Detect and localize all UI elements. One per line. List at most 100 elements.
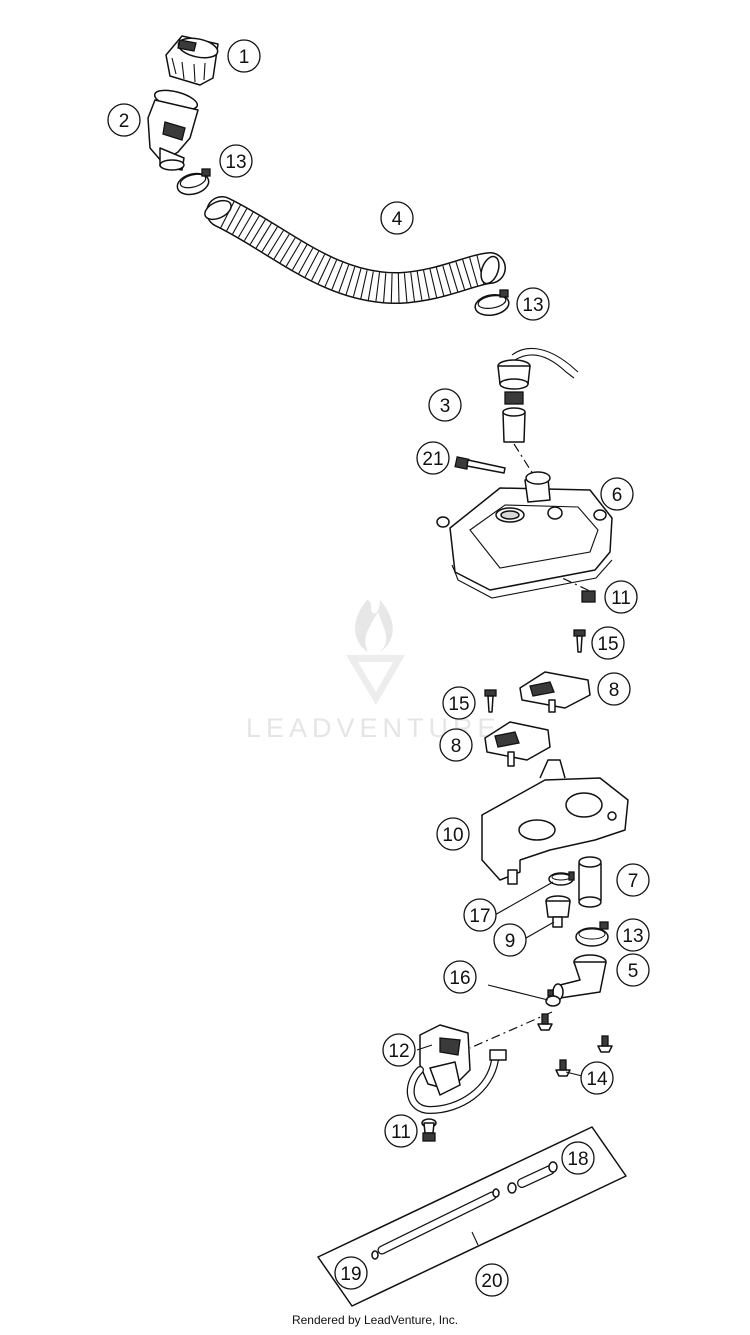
hose-rib (375, 272, 381, 302)
callout-10: 10 (436, 817, 470, 851)
hose-rib (345, 266, 356, 295)
hose-rib (255, 222, 272, 249)
callout-18: 18 (561, 1141, 595, 1175)
part-15-screw-upper (573, 629, 586, 653)
callout-6: 6 (600, 477, 634, 511)
svg-text:1: 1 (239, 47, 250, 68)
hose-rib (442, 265, 452, 294)
callout-12: 12 (382, 1033, 416, 1067)
part-17-clip (548, 871, 575, 886)
hose-rib (338, 264, 350, 293)
callout-4: 4 (380, 201, 414, 235)
svg-text:16: 16 (449, 968, 470, 989)
callout-13-middle: 13 (516, 287, 550, 321)
svg-text:9: 9 (505, 931, 516, 952)
hose-rib (324, 259, 338, 287)
svg-text:6: 6 (612, 485, 623, 506)
hose-rib (249, 219, 266, 245)
hose-rib (267, 230, 284, 256)
hose-rib (416, 271, 423, 301)
hose-rib (423, 270, 430, 299)
part-11-bolt-lower (421, 1118, 437, 1142)
part-6-tank (436, 471, 613, 599)
part-14-screw-2 (597, 1035, 613, 1053)
footer-credit: Rendered by LeadVenture, Inc. (291, 1313, 459, 1327)
hose-rib (238, 211, 254, 238)
part-14-screw-1 (537, 1013, 553, 1031)
callout-20: 20 (475, 1263, 509, 1297)
part-13-hose-clamp-lower (575, 921, 609, 947)
hose-rib (304, 251, 320, 278)
leadventure-watermark-logo: LEADVENTURE (246, 600, 496, 743)
svg-text:12: 12 (388, 1041, 409, 1062)
part-8-sensor-upper (519, 671, 591, 713)
hose-rib (279, 237, 296, 263)
hose-rib (261, 226, 278, 252)
part-9-connector (545, 895, 571, 928)
callout-15-upper: 15 (591, 626, 625, 660)
callout-2: 2 (107, 103, 141, 137)
part-15-screw-lower (484, 689, 497, 713)
callout-8-upper: 8 (597, 672, 631, 706)
svg-text:5: 5 (628, 961, 639, 982)
hose-rib (435, 267, 445, 296)
hose-rib (390, 273, 393, 303)
callout-21: 21 (416, 441, 450, 475)
svg-text:13: 13 (225, 152, 246, 173)
svg-text:2: 2 (119, 111, 130, 132)
hose-rib (273, 233, 290, 260)
hose-rib (317, 257, 332, 284)
callout-1: 1 (227, 39, 261, 73)
svg-text:15: 15 (448, 694, 469, 715)
svg-text:8: 8 (609, 680, 620, 701)
svg-text:15: 15 (597, 634, 618, 655)
svg-text:13: 13 (622, 926, 643, 947)
hose-rib (298, 247, 314, 274)
part-11-bolt-upper (581, 590, 596, 603)
part-2-filler-neck (147, 89, 199, 171)
hose-rib (226, 204, 241, 231)
callout-13-lower: 13 (616, 918, 650, 952)
svg-text:7: 7 (628, 871, 639, 892)
svg-text:13: 13 (522, 295, 543, 316)
hose-rib (403, 273, 408, 303)
svg-text:21: 21 (422, 449, 443, 470)
callout-16: 16 (443, 960, 477, 994)
callout-7: 7 (616, 863, 650, 897)
svg-text:14: 14 (586, 1069, 608, 1090)
callout-9: 9 (493, 923, 527, 957)
callout-5: 5 (616, 953, 650, 987)
part-8-sensor-lower (484, 721, 551, 767)
callout-14: 14 (580, 1061, 614, 1095)
hose-rib (448, 263, 459, 292)
svg-text:11: 11 (611, 588, 631, 609)
svg-text:18: 18 (567, 1149, 588, 1170)
part-1-filler-cap (165, 35, 219, 86)
callout-8-lower: 8 (439, 728, 473, 762)
svg-text:3: 3 (440, 396, 451, 417)
hose-rib (367, 271, 374, 301)
kit-box-20 (317, 1126, 627, 1307)
svg-text:8: 8 (451, 736, 462, 757)
svg-text:4: 4 (392, 209, 403, 230)
hose-rib (243, 215, 260, 242)
callout-13-upper: 13 (219, 144, 253, 178)
part-7-filter (578, 856, 602, 908)
svg-text:20: 20 (481, 1271, 502, 1292)
svg-text:10: 10 (442, 825, 463, 846)
svg-text:19: 19 (340, 1264, 361, 1285)
hose-rib (410, 272, 415, 302)
leader-lines (416, 881, 583, 1246)
hose-rib (455, 261, 466, 290)
hose-rib (352, 268, 362, 297)
callout-11-upper: 11 (604, 580, 638, 614)
svg-text:17: 17 (469, 906, 490, 927)
hose-rib (291, 244, 308, 271)
hose-rib (429, 268, 438, 298)
hose-rib (285, 241, 302, 267)
hose-rib (462, 259, 472, 288)
part-16-small-clamp (545, 989, 561, 1007)
hose-rib (469, 257, 479, 286)
part-3-sender-valve (497, 347, 579, 443)
